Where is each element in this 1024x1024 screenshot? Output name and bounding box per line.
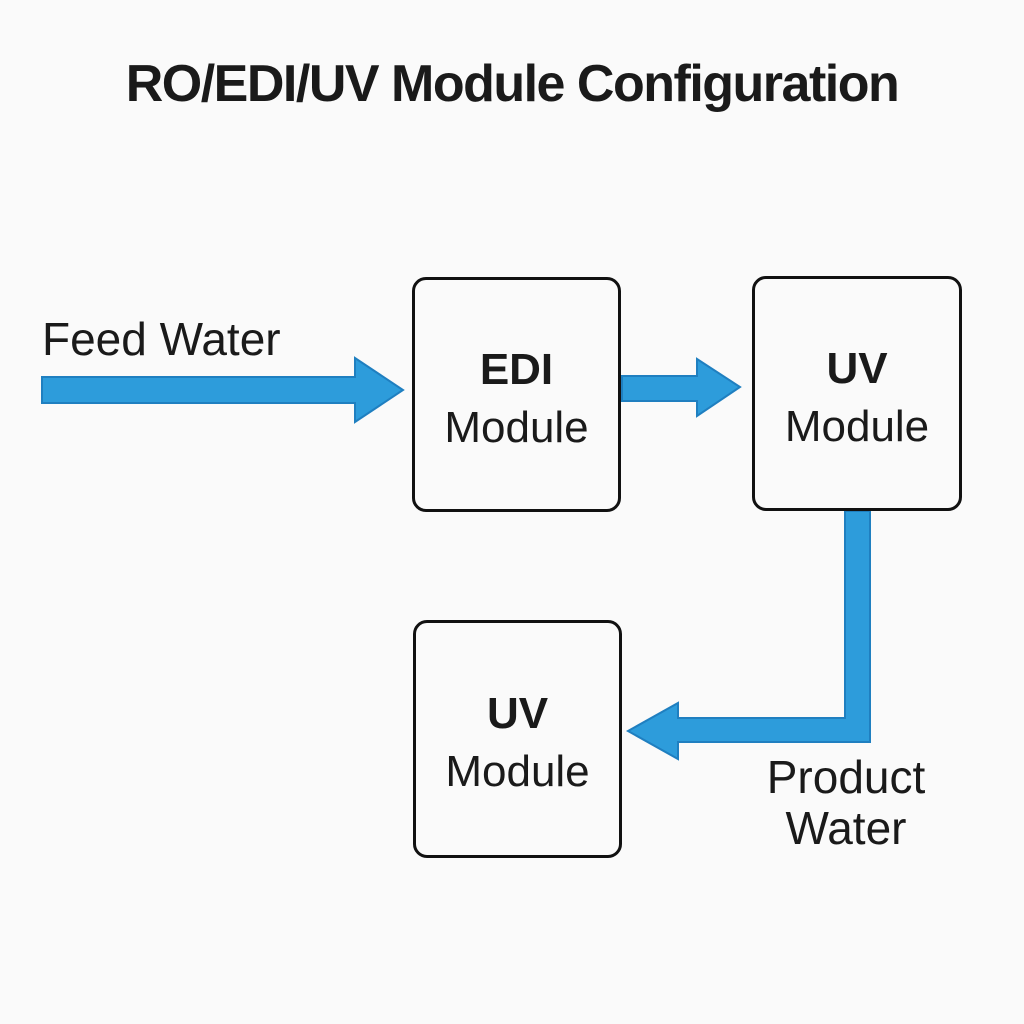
- feed-to-edi-arrow-icon: [41, 356, 405, 424]
- node-uv-top-name: UV: [826, 343, 888, 393]
- edi-to-uv-arrow-icon: [621, 357, 742, 418]
- node-uv-module-top: UV Module: [752, 276, 962, 511]
- node-uv-bottom-name: UV: [486, 689, 549, 738]
- uv-to-uv-elbow-arrow-icon: [625, 510, 871, 761]
- node-edi-type-label: Module: [444, 402, 589, 452]
- node-uv-top-type-label: Module: [784, 401, 930, 451]
- node-edi-module: EDI Module: [412, 277, 621, 512]
- node-edi-name: EDI: [479, 344, 554, 394]
- product-water-label: Product Water: [766, 751, 926, 854]
- diagram-title: RO/EDI/UV Module Configuration: [125, 55, 900, 113]
- node-uv-module-bottom: UV Module: [413, 620, 622, 858]
- node-uv-bottom-type-label: Module: [445, 747, 590, 796]
- feed-water-label: Feed Water: [42, 313, 281, 365]
